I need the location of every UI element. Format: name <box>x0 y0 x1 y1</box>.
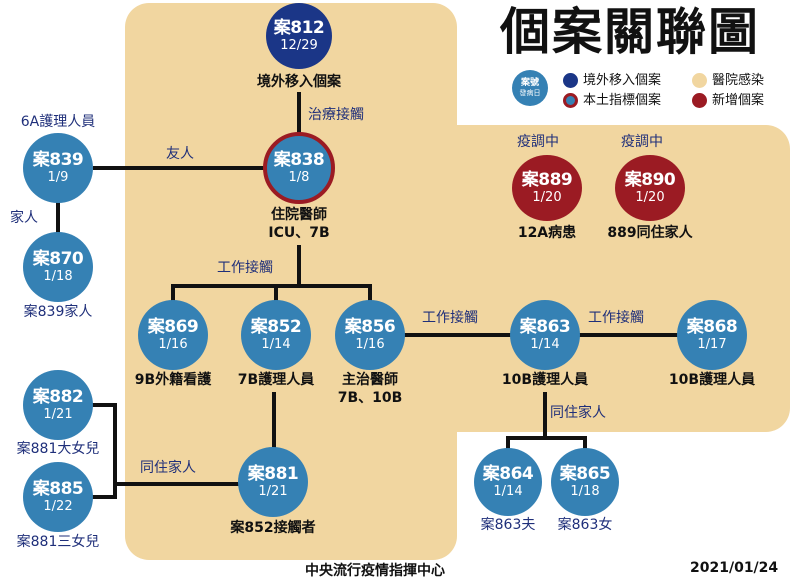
edge-839-838 <box>93 166 264 170</box>
case-882-label: 案881大女兒 <box>16 441 100 457</box>
case-865-label: 案863女 <box>557 517 613 533</box>
page-title: 個案關聯圖 <box>500 3 760 61</box>
edge-bracket-882 <box>88 403 117 407</box>
case-870-node[interactable]: 案870 1/18 <box>23 232 93 302</box>
edge-drop-864 <box>506 436 510 450</box>
edge-852-881 <box>272 392 276 448</box>
case-838-label-ward: ICU、7B <box>268 225 330 241</box>
legend-index-label: 本土指標個案 <box>583 93 662 108</box>
case-863-node[interactable]: 案863 1/14 <box>510 300 580 370</box>
case-870-label: 案839家人 <box>23 304 93 320</box>
case-890-status: 疫調中 <box>621 134 663 150</box>
edge-838-down <box>297 245 301 288</box>
case-889-label: 12A病患 <box>517 225 577 241</box>
legend-hospital-label: 醫院感染 <box>712 73 765 88</box>
edge-863-down <box>543 392 547 438</box>
case-856-node[interactable]: 案856 1/16 <box>335 300 405 370</box>
case-812-label: 境外移入個案 <box>257 74 341 90</box>
relation-839-870: 家人 <box>10 210 38 226</box>
case-889-node[interactable]: 案889 1/20 <box>512 155 582 221</box>
edge-bracket-885 <box>88 495 117 499</box>
relation-863-868: 工作接觸 <box>588 310 644 326</box>
edge-drop-856 <box>368 284 372 302</box>
edge-881-family <box>115 482 240 486</box>
relation-812-838: 治療接觸 <box>308 107 364 123</box>
case-838-node[interactable]: 案838 1/8 <box>263 132 335 204</box>
hospital-bg-fill <box>420 125 457 455</box>
case-869-label: 9B外籍看護 <box>134 372 212 388</box>
edge-drop-865 <box>583 436 587 450</box>
edge-drop-852 <box>274 284 278 302</box>
edge-group-horizontal <box>171 284 372 288</box>
case-812-node[interactable]: 案812 12/29 <box>266 3 332 69</box>
footer-date: 2021/01/24 <box>690 560 779 576</box>
relation-856-863: 工作接觸 <box>422 310 478 326</box>
case-838-label-role: 住院醫師 <box>271 207 327 223</box>
case-882-node[interactable]: 案882 1/21 <box>23 370 93 440</box>
case-881-node[interactable]: 案881 1/21 <box>238 447 308 517</box>
relation-881-family: 同住家人 <box>140 460 196 476</box>
legend-new-label: 新增個案 <box>712 93 765 108</box>
case-889-status: 疫調中 <box>517 134 559 150</box>
legend-index-icon <box>563 93 578 108</box>
case-885-node[interactable]: 案885 1/22 <box>23 462 93 532</box>
case-890-node[interactable]: 案890 1/20 <box>615 155 685 221</box>
case-869-node[interactable]: 案869 1/16 <box>138 300 208 370</box>
case-856-label-role: 主治醫師 <box>342 372 398 388</box>
edge-839-870 <box>56 200 60 236</box>
edge-drop-869 <box>171 284 175 302</box>
case-852-label: 7B護理人員 <box>237 372 315 388</box>
case-868-label: 10B護理人員 <box>668 372 756 388</box>
case-868-node[interactable]: 案868 1/17 <box>677 300 747 370</box>
relation-838-group: 工作接觸 <box>217 260 273 276</box>
hospital-bg-extension <box>420 125 790 432</box>
legend-imported-label: 境外移入個案 <box>583 73 662 88</box>
case-890-label: 889同住家人 <box>607 225 693 241</box>
relation-839-838: 友人 <box>166 146 194 162</box>
relation-863-family: 同住家人 <box>550 405 606 421</box>
legend-key-badge: 案號 發病日 <box>512 70 548 106</box>
case-881-label: 案852接觸者 <box>230 520 316 536</box>
case-864-label: 案863夫 <box>480 517 536 533</box>
legend-new-icon <box>692 93 707 108</box>
case-863-label: 10B護理人員 <box>501 372 589 388</box>
footer-source: 中央流行疫情指揮中心 <box>305 563 445 579</box>
edge-812-838 <box>297 92 301 134</box>
edge-family-horizontal <box>506 436 587 440</box>
case-839-node[interactable]: 案839 1/9 <box>23 133 93 203</box>
case-856-label-ward: 7B、10B <box>337 390 403 406</box>
case-864-node[interactable]: 案864 1/14 <box>474 448 542 516</box>
case-865-node[interactable]: 案865 1/18 <box>551 448 619 516</box>
case-839-label: 6A護理人員 <box>20 114 96 130</box>
case-852-node[interactable]: 案852 1/14 <box>241 300 311 370</box>
case-885-label: 案881三女兒 <box>16 534 100 550</box>
legend-hospital-icon <box>692 73 707 88</box>
edge-bracket-vertical <box>113 403 117 499</box>
edge-856-863 <box>404 333 512 337</box>
edge-863-868 <box>578 333 678 337</box>
legend-imported-icon <box>563 73 578 88</box>
